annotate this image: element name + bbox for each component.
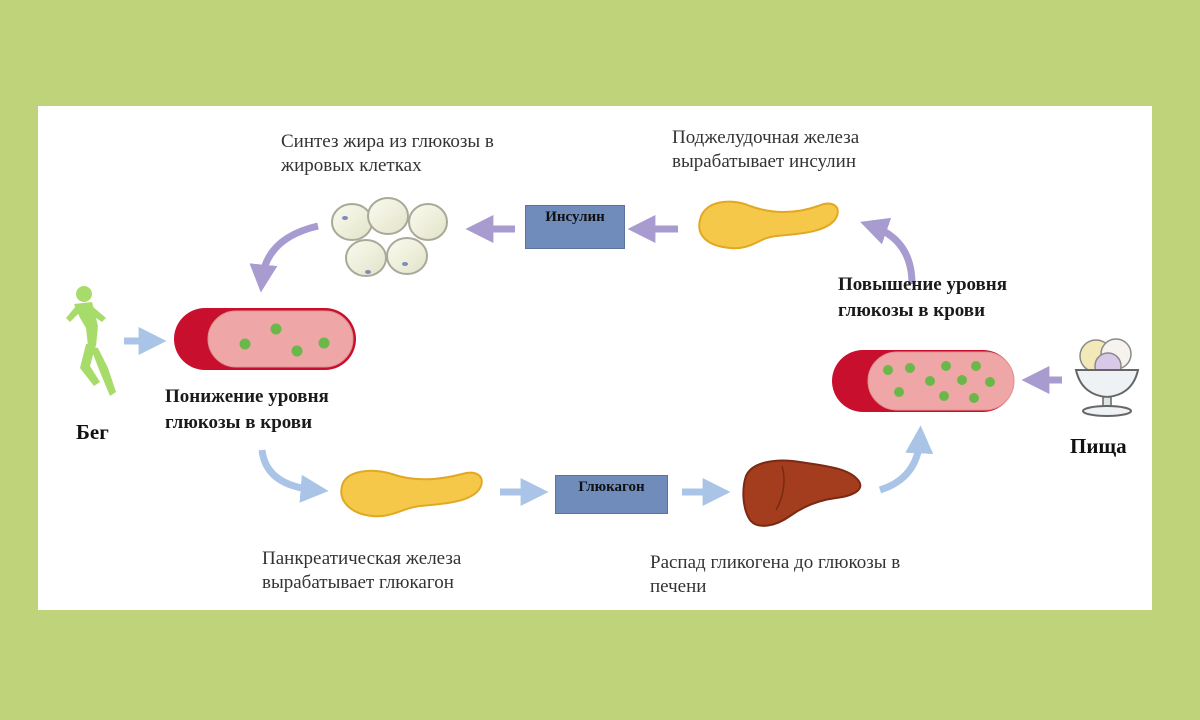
blood-vessel-icon bbox=[832, 350, 1015, 412]
run-label: Бег bbox=[76, 420, 109, 444]
pancreas-icon bbox=[340, 469, 483, 518]
glucose-up-label: Повышение уровня глюкозы в крови bbox=[838, 274, 1008, 321]
arrow-fat-to-vessel bbox=[249, 222, 319, 293]
ice-cream-icon bbox=[1074, 338, 1140, 417]
glucagon-box: Глюкагон bbox=[555, 475, 668, 514]
glycogen-breakdown-label: Распад гликогена до глюкозы в печени bbox=[650, 552, 901, 597]
pancreas-glucagon-label: Панкреатическая железа вырабатывает глюк… bbox=[262, 548, 462, 593]
glucose-down-label: Понижение уровня глюкозы в крови bbox=[165, 386, 329, 433]
arrow-down-to-pancreas bbox=[258, 449, 329, 503]
pancreas-icon bbox=[698, 200, 839, 250]
food-label: Пища bbox=[1070, 434, 1127, 458]
fat-synthesis-label: Синтез жира из глюкозы в жировых клетках bbox=[281, 131, 494, 176]
pancreas-insulin-label: Поджелудочная железа вырабатывает инсули… bbox=[672, 127, 860, 172]
arrow-up-to-pancreas bbox=[860, 217, 916, 285]
insulin-box: Инсулин bbox=[525, 205, 625, 249]
fat-cells-icon bbox=[331, 197, 448, 277]
liver-icon bbox=[742, 459, 862, 527]
running-person-icon bbox=[66, 286, 116, 396]
blood-vessel-icon bbox=[174, 308, 356, 370]
arrow-liver-to-up bbox=[878, 425, 934, 494]
